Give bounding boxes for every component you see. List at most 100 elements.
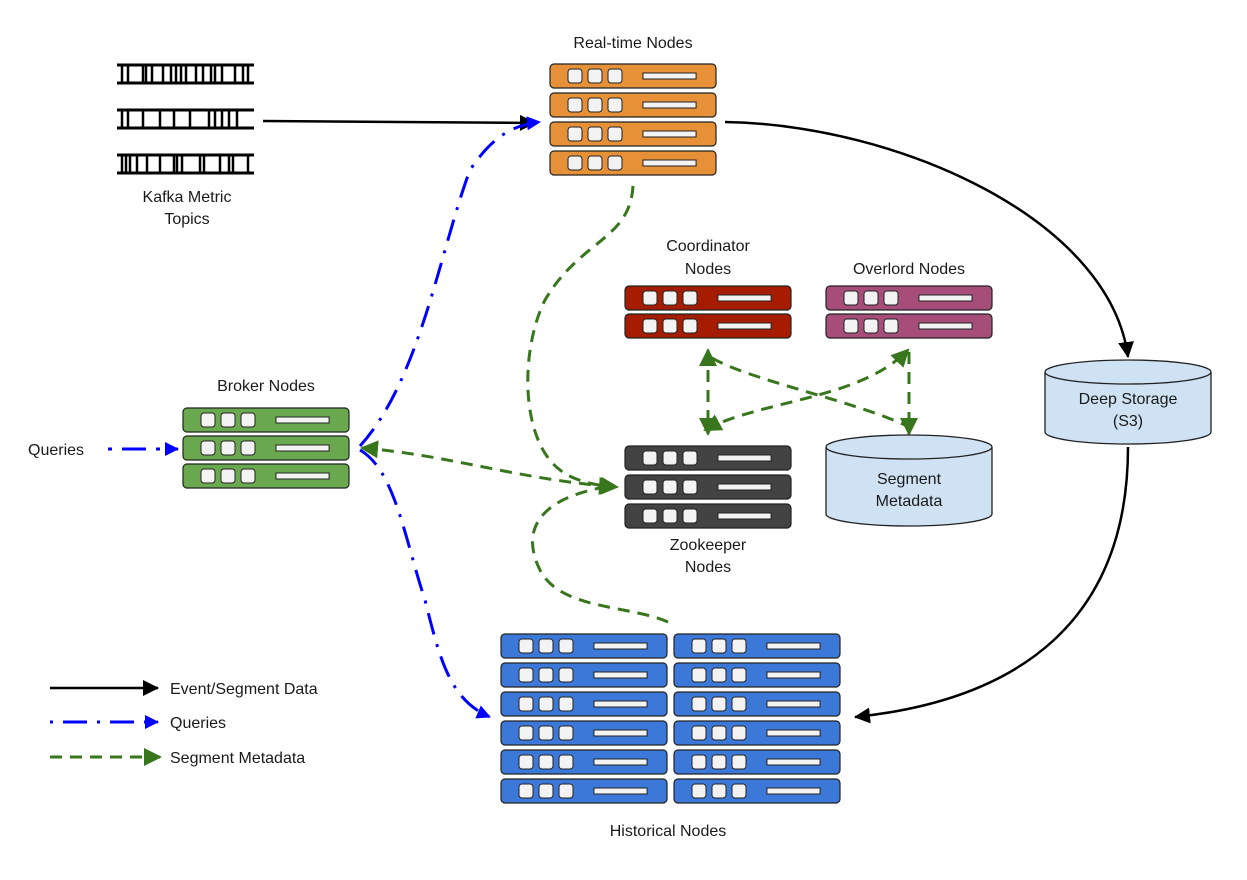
historical-server[interactable] bbox=[500, 633, 668, 659]
historical-server[interactable] bbox=[673, 633, 841, 659]
drive-bay-icon bbox=[240, 468, 256, 484]
broker-server[interactable] bbox=[182, 407, 350, 433]
drive-bay-icon bbox=[863, 318, 879, 334]
realtime-nodes[interactable] bbox=[549, 63, 717, 176]
historical-server[interactable] bbox=[500, 662, 668, 688]
historical-server[interactable] bbox=[500, 720, 668, 746]
segment-metadata-cylinder[interactable]: Segment Metadata bbox=[825, 434, 993, 527]
drive-bay-icon bbox=[240, 440, 256, 456]
drive-bay-icon bbox=[642, 450, 658, 466]
drive-bay-icon bbox=[518, 638, 534, 654]
drive-bay-icon bbox=[558, 725, 574, 741]
drive-bay-icon bbox=[200, 468, 216, 484]
coordinator-nodes[interactable] bbox=[624, 285, 792, 339]
coordinator-server[interactable] bbox=[624, 313, 792, 339]
status-bar-icon bbox=[275, 444, 330, 452]
status-bar-icon bbox=[717, 512, 772, 520]
metadata-line-historical-to-zookeeper bbox=[531, 486, 669, 624]
drive-bay-icon bbox=[731, 754, 747, 770]
drive-bay-icon bbox=[538, 754, 554, 770]
drive-bay-icon bbox=[711, 638, 727, 654]
queries-input-label: Queries bbox=[28, 442, 84, 459]
realtime-server[interactable] bbox=[549, 121, 717, 147]
status-bar-icon bbox=[918, 294, 973, 302]
status-bar-icon bbox=[642, 72, 697, 80]
drive-bay-icon bbox=[662, 450, 678, 466]
drive-bay-icon bbox=[567, 126, 583, 142]
status-bar-icon bbox=[766, 642, 821, 650]
drive-bay-icon bbox=[731, 638, 747, 654]
kafka-topic-icon bbox=[117, 108, 254, 130]
drive-bay-icon bbox=[691, 696, 707, 712]
historical-label: Historical Nodes bbox=[610, 823, 726, 840]
drive-bay-icon bbox=[682, 290, 698, 306]
zookeeper-nodes[interactable] bbox=[624, 445, 792, 529]
drive-bay-icon bbox=[691, 783, 707, 799]
drive-bay-icon bbox=[567, 97, 583, 113]
historical-server[interactable] bbox=[500, 778, 668, 804]
historical-server[interactable] bbox=[500, 691, 668, 717]
realtime-label: Real-time Nodes bbox=[573, 35, 692, 52]
drive-bay-icon bbox=[863, 290, 879, 306]
historical-server[interactable] bbox=[673, 749, 841, 775]
overlord-server[interactable] bbox=[825, 313, 993, 339]
drive-bay-icon bbox=[200, 440, 216, 456]
status-bar-icon bbox=[642, 101, 697, 109]
drive-bay-icon bbox=[843, 318, 859, 334]
drive-bay-icon bbox=[607, 155, 623, 171]
historical-nodes[interactable] bbox=[500, 633, 841, 804]
drive-bay-icon bbox=[691, 754, 707, 770]
legend-item-query: Queries bbox=[50, 715, 226, 732]
drive-bay-icon bbox=[843, 290, 859, 306]
zookeeper-server[interactable] bbox=[624, 445, 792, 471]
drive-bay-icon bbox=[220, 468, 236, 484]
broker-server[interactable] bbox=[182, 435, 350, 461]
drive-bay-icon bbox=[567, 68, 583, 84]
coordinator-label-line1: Coordinator bbox=[666, 238, 750, 255]
zookeeper-label-line1: Zookeeper bbox=[670, 537, 747, 554]
drive-bay-icon bbox=[711, 667, 727, 683]
drive-bay-icon bbox=[558, 754, 574, 770]
drive-bay-icon bbox=[220, 440, 236, 456]
coordinator-server[interactable] bbox=[624, 285, 792, 311]
status-bar-icon bbox=[766, 758, 821, 766]
status-bar-icon bbox=[593, 671, 648, 679]
realtime-server[interactable] bbox=[549, 150, 717, 176]
drive-bay-icon bbox=[691, 667, 707, 683]
realtime-server[interactable] bbox=[549, 63, 717, 89]
legend-item-event: Event/Segment Data bbox=[50, 680, 318, 698]
status-bar-icon bbox=[717, 483, 772, 491]
broker-nodes[interactable] bbox=[182, 407, 350, 489]
drive-bay-icon bbox=[711, 783, 727, 799]
deep-storage-cylinder[interactable]: Deep Storage (S3) bbox=[1044, 359, 1212, 445]
drive-bay-icon bbox=[538, 783, 554, 799]
historical-server[interactable] bbox=[673, 662, 841, 688]
drive-bay-icon bbox=[682, 450, 698, 466]
legend-metadata-label: Segment Metadata bbox=[170, 750, 305, 767]
broker-server[interactable] bbox=[182, 463, 350, 489]
historical-server[interactable] bbox=[673, 691, 841, 717]
legend-item-metadata: Segment Metadata bbox=[50, 748, 305, 767]
status-bar-icon bbox=[717, 454, 772, 462]
realtime-server[interactable] bbox=[549, 92, 717, 118]
drive-bay-icon bbox=[682, 479, 698, 495]
drive-bay-icon bbox=[662, 290, 678, 306]
drive-bay-icon bbox=[682, 508, 698, 524]
event-line-deep-storage-to-historical bbox=[854, 446, 1130, 724]
status-bar-icon bbox=[593, 729, 648, 737]
kafka-topic-icon bbox=[117, 153, 254, 175]
broker-label: Broker Nodes bbox=[217, 378, 315, 395]
segment-metadata-body bbox=[825, 447, 993, 527]
historical-server[interactable] bbox=[673, 778, 841, 804]
historical-server[interactable] bbox=[500, 749, 668, 775]
overlord-nodes[interactable] bbox=[825, 285, 993, 339]
status-bar-icon bbox=[275, 472, 330, 480]
zookeeper-server[interactable] bbox=[624, 503, 792, 529]
kafka-label-line1: Kafka Metric bbox=[143, 189, 232, 206]
zookeeper-server[interactable] bbox=[624, 474, 792, 500]
status-bar-icon bbox=[593, 642, 648, 650]
drive-bay-icon bbox=[731, 696, 747, 712]
historical-server[interactable] bbox=[673, 720, 841, 746]
metadata-line-overlord-zookeeper bbox=[703, 348, 910, 432]
overlord-server[interactable] bbox=[825, 285, 993, 311]
